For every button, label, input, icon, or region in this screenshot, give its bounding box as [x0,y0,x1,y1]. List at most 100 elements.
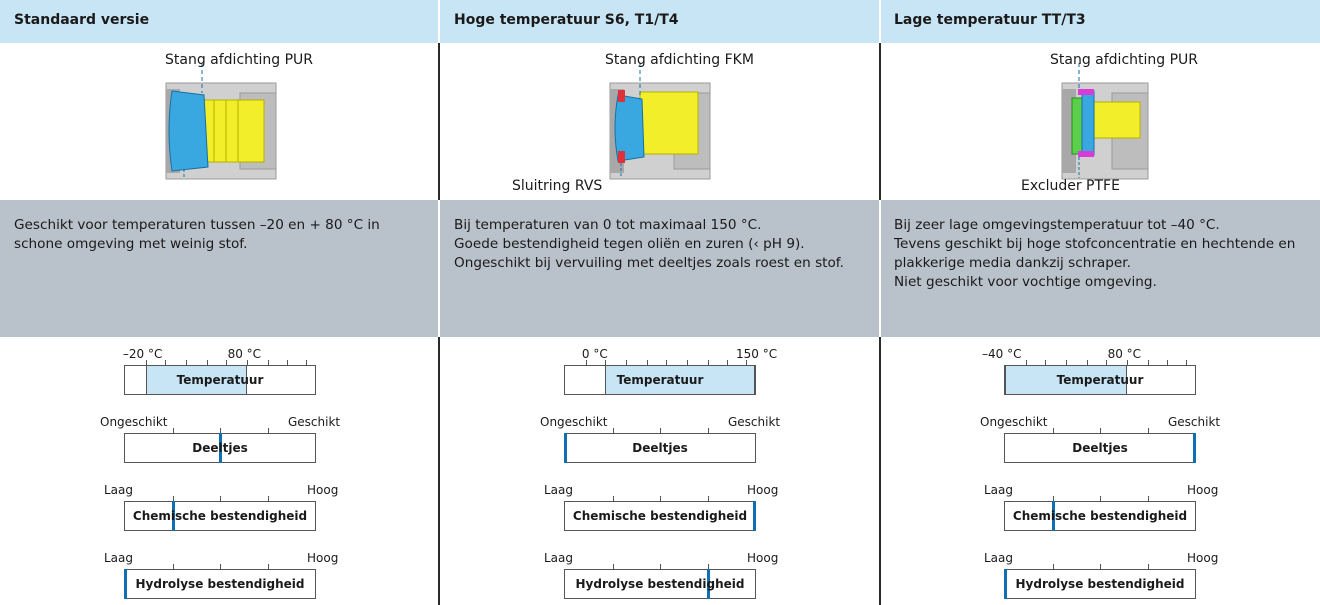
description-line: Niet geschikt voor vochtige omgeving. [894,274,1157,290]
scale-tick [660,564,661,570]
scale-level-marker [1004,569,1007,599]
scale-tick [745,360,747,366]
scale-name: Hydrolyse bestendigheid [135,577,305,591]
scale-tick [220,428,221,434]
column-divider [879,0,881,605]
scale-tick [267,496,269,502]
scale-name: Temperatuur [176,373,264,387]
description-line: plakkerige media dankzij schraper. [894,255,1131,271]
scale-tick [172,496,174,502]
scale-bar: Temperatuur [1004,360,1196,395]
column-header: Hoge temperatuur S6, T1/T4 [440,0,880,43]
scale-tick [707,360,709,366]
scale-tick [1147,564,1149,570]
scale-tick [267,564,269,570]
scale-level-marker [564,433,567,463]
scale-name: Chemische bestendigheid [132,509,308,523]
scale-tick [660,428,661,434]
scale-tick [612,428,614,434]
scale-level-marker [706,569,710,599]
scale-name: Deeltjes [1072,441,1128,455]
scale-tick [665,360,667,366]
scale-bar: Chemische bestendigheid [124,496,316,531]
scale-name: Deeltjes [192,441,248,455]
scale-tick [585,360,587,366]
scale-tick [1105,360,1107,366]
scale-tick [1065,360,1067,366]
scale-left-label: Ongeschikt [100,415,168,429]
scale-tick [206,360,208,366]
column-header: Lage temperatuur TT/T3 [880,0,1320,43]
scale-tick [267,428,269,434]
scale-bar: Hydrolyse bestendigheid [124,564,316,599]
scale-bar: Deeltjes [1004,428,1196,463]
scale-tick [660,496,661,502]
scale-left-label: Laag [984,483,1014,497]
scale-name: Chemische bestendigheid [1012,509,1188,523]
scale-left-label: –20 °C [122,347,163,361]
scale-tick [612,496,614,502]
figure-top-label: Stang afdichting PUR [1050,52,1199,68]
scale-tick [305,360,307,366]
scale-tick [707,496,709,502]
scale-bar: Chemische bestendigheid [564,496,756,531]
scale-temperature: Temperatuur–40 °C 80 °C [880,347,1320,407]
scale-left-label: –40 °C [982,347,1022,361]
scale-tick [172,564,174,570]
scale-bar: Deeltjes [124,428,316,463]
scale-chemical: Chemische bestendigheid Laag Hoog [0,483,440,543]
scale-left-label: Laag [104,551,134,565]
scale-level-marker [1051,501,1055,531]
temperature-range-fill [145,366,247,394]
scale-right-label: 150 °C [736,347,778,361]
scale-level-marker [124,569,127,599]
scale-left-label: Laag [104,483,134,497]
scale-right-label: Hoog [307,483,339,497]
scale-tick [1052,496,1054,502]
scale-tick [1126,360,1128,366]
scale-tick [246,360,248,366]
description-line: schone omgeving met weinig stof. [14,236,248,252]
scale-left-label: Ongeschikt [540,415,608,429]
scale-tick [1100,428,1101,434]
scale-right-label: 80 °C [1107,347,1142,361]
scale-tick [686,360,688,366]
scale-level-marker [219,433,222,463]
scale-level-marker [1193,433,1196,463]
scale-left-label: Laag [544,551,574,565]
figure-bottom-label: Excluder PTFE [1021,178,1120,194]
description-line: Goede bestendigheid tegen oliën en zuren… [454,236,805,252]
scale-right-label: Geschikt [728,415,781,429]
scale-bar: Hydrolyse bestendigheid [1004,564,1196,599]
scale-tick [1086,360,1088,366]
scale-level-marker [171,501,175,531]
scale-tick [646,360,648,366]
scale-bar: Deeltjes [564,428,756,463]
description-line: Ongeschikt bij vervuiling met deeltjes z… [454,255,844,271]
scale-tick [164,360,166,366]
scale-tick [1147,496,1149,502]
scale-right-label: 80 °C [227,347,262,361]
seal-figure: Stang afdichting PUR [0,43,440,200]
scale-tick [726,360,728,366]
column-divider [438,0,440,605]
scale-tick [1166,360,1168,366]
scale-tick [286,360,288,366]
scale-tick [172,428,174,434]
scale-tick [145,360,147,366]
scale-tick [1147,428,1149,434]
seal-cross-section-image [165,63,277,180]
scale-name: Hydrolyse bestendigheid [1015,577,1185,591]
